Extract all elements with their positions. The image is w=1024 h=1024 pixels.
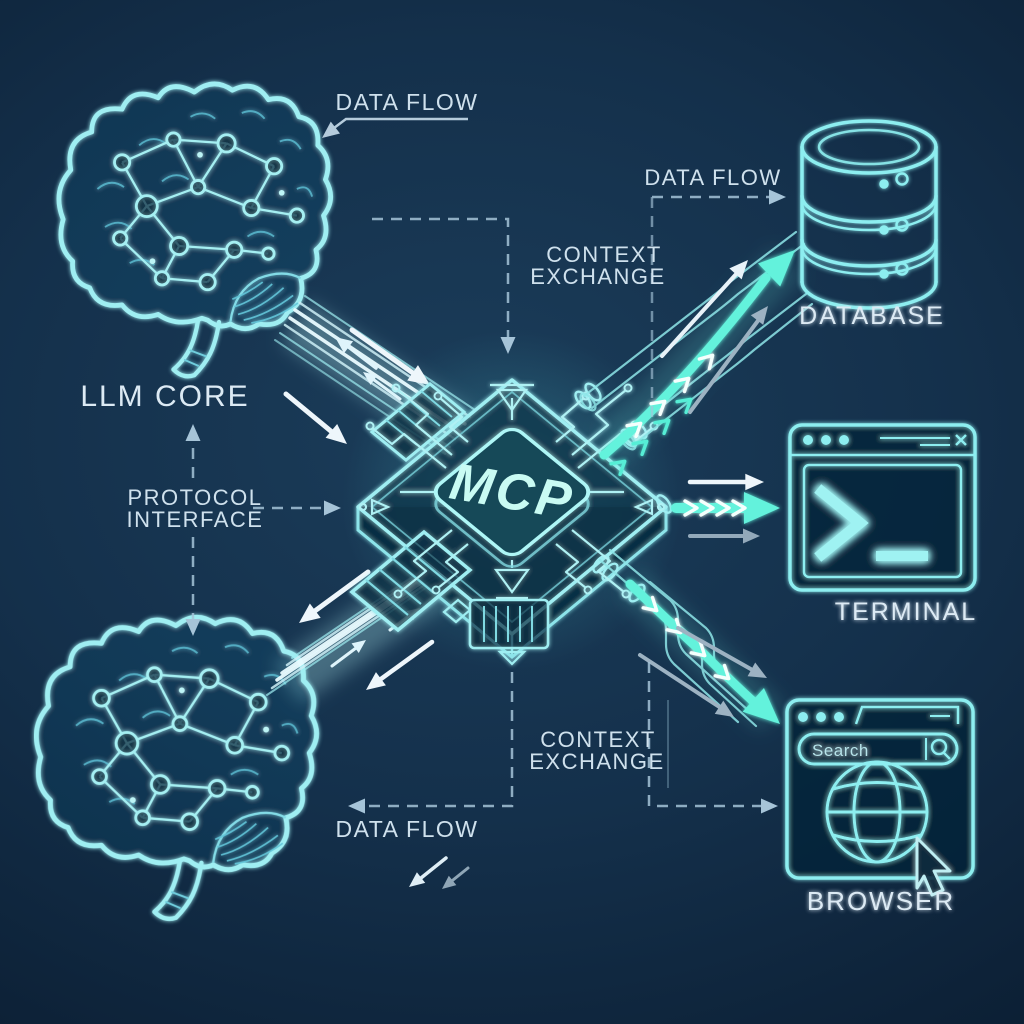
context-exchange-top-label-line2: EXCHANGE <box>530 264 665 289</box>
labels: DATA FLOW CONTEXT EXCHANGE DATA FLOW LLM… <box>80 89 977 916</box>
globe-icon <box>825 760 929 864</box>
search-bar[interactable]: Search <box>797 732 959 766</box>
data-flow-right-label: DATA FLOW <box>644 165 781 190</box>
llm-core-label: LLM CORE <box>80 380 249 413</box>
mcp-chip: MCP <box>349 378 673 666</box>
tab-icon <box>854 705 960 725</box>
window-dots-icon <box>798 712 844 722</box>
annotation-pointer-top <box>317 117 468 144</box>
beam-bottom-arrows <box>293 569 470 894</box>
close-icon <box>955 434 967 446</box>
data-flow-top-label: DATA FLOW <box>336 89 479 115</box>
cursor-icon <box>915 836 952 897</box>
protocol-interface-label-line1: PROTOCOL <box>127 485 262 510</box>
browser-icon: Search <box>785 698 975 897</box>
context-exchange-arrow-database <box>599 238 807 477</box>
context-exchange-bottom-label-line1: CONTEXT <box>540 727 656 752</box>
window-dots-icon <box>803 435 849 445</box>
data-arrows-browser <box>638 626 771 724</box>
annotation-lines <box>191 195 776 808</box>
context-exchange-top-label-line1: CONTEXT <box>546 242 662 267</box>
beam-top-arrows <box>283 327 436 451</box>
search-icon[interactable] <box>930 738 951 760</box>
context-exchange-bottom-label-line2: EXCHANGE <box>529 749 664 774</box>
data-arrows-database <box>660 254 775 414</box>
protocol-interface-label-line2: INTERFACE <box>127 507 264 532</box>
context-exchange-arrow-terminal <box>671 473 780 544</box>
llm-core-brain-bottom <box>36 617 316 919</box>
data-flow-bottom-label: DATA FLOW <box>336 816 479 842</box>
browser-label: BROWSER <box>807 886 955 916</box>
database-label: DATABASE <box>799 302 945 330</box>
search-input-text[interactable]: Search <box>812 741 869 760</box>
prompt-icon <box>814 484 928 562</box>
context-exchange-arrow-browser <box>625 579 791 736</box>
terminal-icon <box>788 423 977 592</box>
terminal-label: TERMINAL <box>835 598 977 626</box>
database-icon <box>800 119 938 310</box>
